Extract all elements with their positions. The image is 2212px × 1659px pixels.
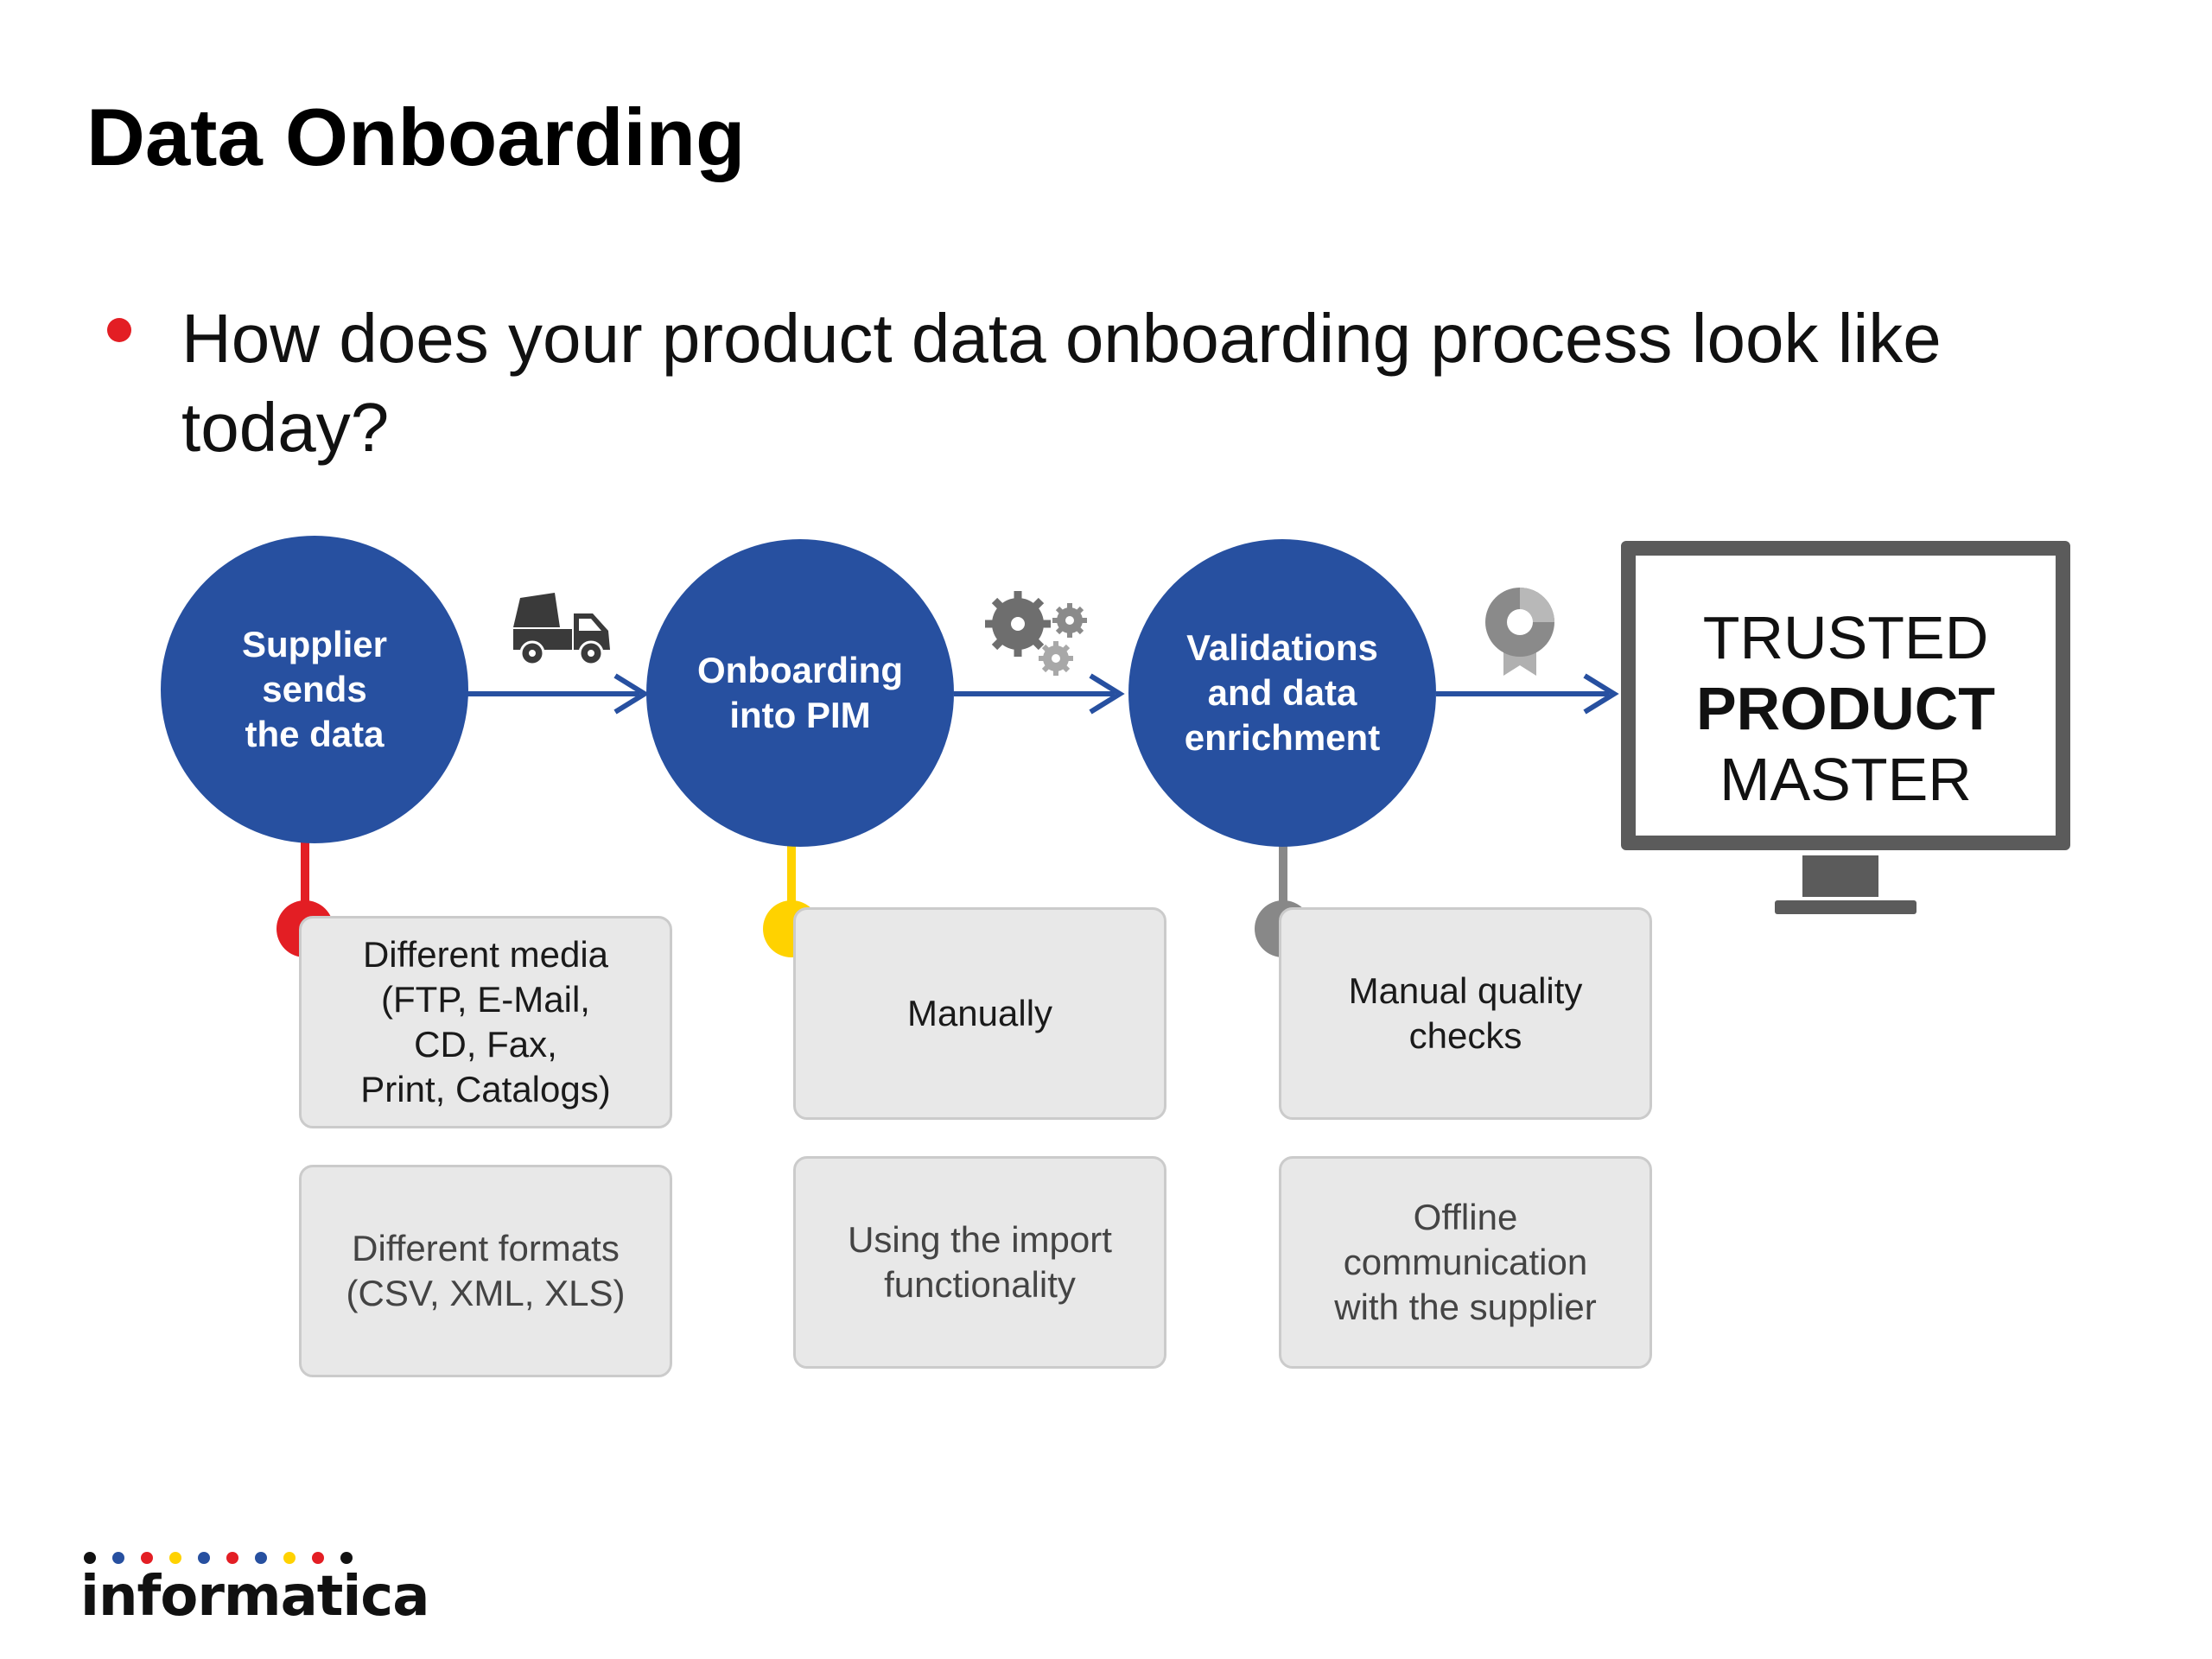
result-line-master: MASTER <box>1719 746 1972 813</box>
monitor-base <box>1775 900 1916 914</box>
box-label: Using the import functionality <box>848 1219 1112 1305</box>
logo-dot <box>226 1552 238 1564</box>
step-label: Validations and data enrichment <box>1184 627 1381 758</box>
box-different-media: Different media (FTP, E-Mail, CD, Fax, P… <box>299 916 672 1128</box>
step-circle-onboarding: Onboarding into PIM <box>646 539 954 847</box>
step-label: Onboarding into PIM <box>697 650 903 735</box>
box-import-functionality: Using the import functionality <box>793 1156 1166 1369</box>
connector-3 <box>1279 842 1287 928</box>
monitor-stand <box>1802 855 1878 897</box>
logo-dot <box>198 1552 210 1564</box>
connector-1 <box>301 842 309 928</box>
box-label: Different media (FTP, E-Mail, CD, Fax, P… <box>360 934 611 1109</box>
logo-dot <box>112 1552 124 1564</box>
connector-2 <box>787 842 796 928</box>
box-label: Manually <box>906 993 1053 1033</box>
logo-dot <box>84 1552 96 1564</box>
box-manually: Manually <box>793 907 1166 1120</box>
arrow-3-head <box>1583 673 1619 715</box>
slide-title: Data Onboarding <box>86 92 746 182</box>
logo-dots <box>84 1552 353 1564</box>
logo-dot <box>283 1552 296 1564</box>
award-icon <box>1485 588 1554 676</box>
logo-dot <box>312 1552 324 1564</box>
box-label: Offline communication with the supplier <box>1334 1197 1597 1327</box>
informatica-logo: informatica <box>80 1565 429 1629</box>
step-label: Supplier sends the data <box>241 624 388 754</box>
box-label: Manual quality checks <box>1348 970 1583 1056</box>
monitor-icon: TRUSTED PRODUCT MASTER <box>1621 541 2070 850</box>
result-line-trusted: TRUSTED <box>1702 604 1989 671</box>
bullet-question: How does your product data onboarding pr… <box>181 300 1942 466</box>
logo-dot <box>255 1552 267 1564</box>
bullet-dot <box>107 318 131 342</box>
box-manual-quality-checks: Manual quality checks <box>1279 907 1652 1120</box>
step-circle-validations: Validations and data enrichment <box>1128 539 1436 847</box>
truck-icon <box>513 593 610 665</box>
box-different-formats: Different formats (CSV, XML, XLS) <box>299 1165 672 1377</box>
box-offline-communication: Offline communication with the supplier <box>1279 1156 1652 1369</box>
step-circle-supplier: Supplier sends the data <box>161 536 468 843</box>
logo-dot <box>340 1552 353 1564</box>
arrow-2-head <box>1089 673 1125 715</box>
result-line-product: PRODUCT <box>1695 675 1996 742</box>
arrow-1-head <box>613 673 650 715</box>
logo-dot <box>141 1552 153 1564</box>
box-label: Different formats (CSV, XML, XLS) <box>346 1228 626 1313</box>
gears-icon <box>985 591 1087 676</box>
logo-dot <box>169 1552 181 1564</box>
